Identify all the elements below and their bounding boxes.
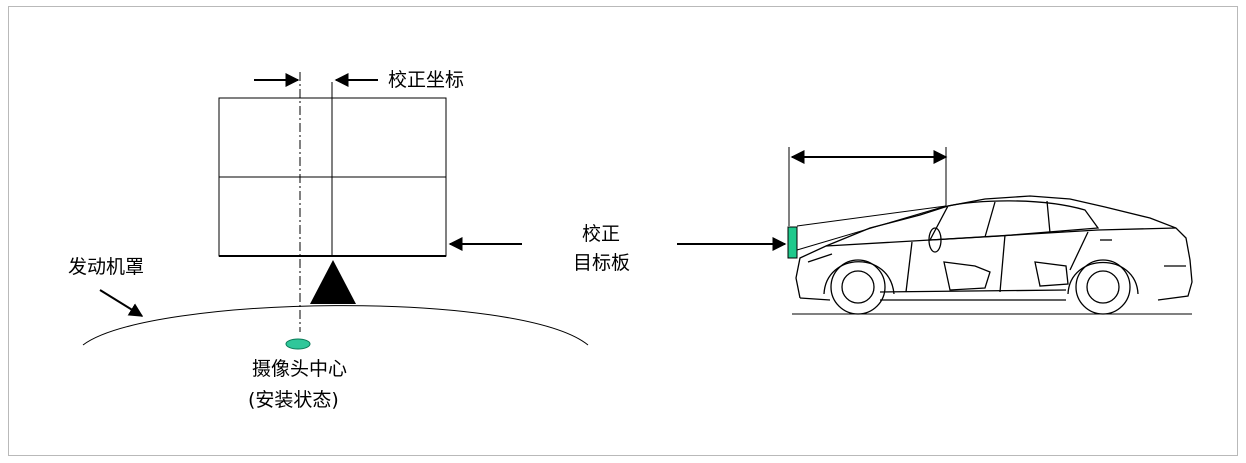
hood-arrow [99,289,144,317]
hood-curve [82,305,589,346]
fov-line-upper [796,205,947,227]
diagram-frame [8,6,1238,456]
car-target-board [787,226,798,259]
hood-label: 发动机罩 [68,256,145,278]
camera-center-marker [285,338,311,350]
camera-center-label-line1: 摄像头中心 [252,358,348,380]
target-board-label-line1: 校正 [582,223,621,245]
target-board [218,82,447,257]
target-board-label-line2: 目标板 [573,252,631,274]
camera-center-label-line2: (安装状态) [248,389,339,411]
car-illustration [792,195,1193,315]
calibration-coordinate-label: 校正坐标 [388,69,465,91]
camera-triangle [310,260,356,304]
